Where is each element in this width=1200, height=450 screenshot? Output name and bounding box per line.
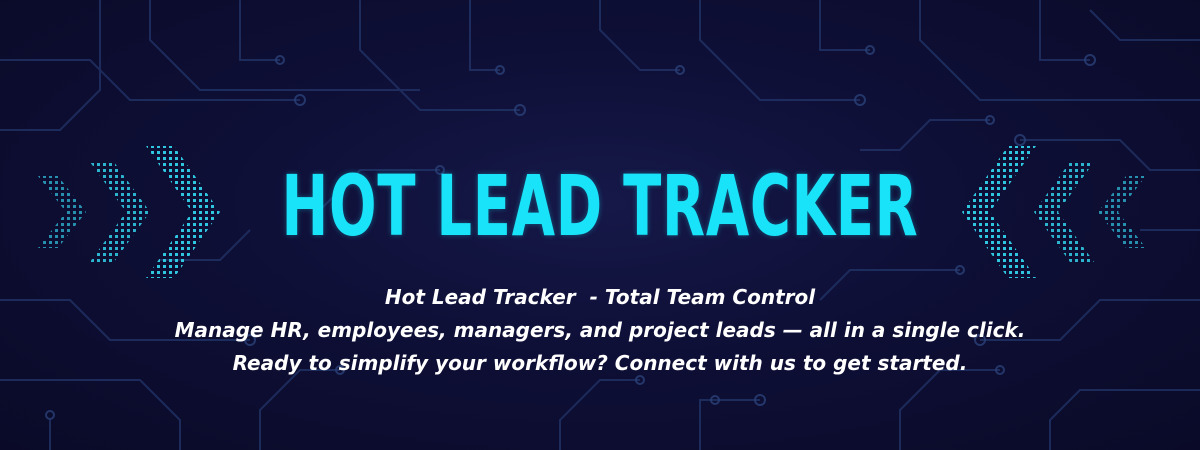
banner-title: HOT LEAD TRACKER [281, 157, 919, 255]
tagline-call-to-action: Ready to simplify your workflow? Connect… [232, 351, 968, 375]
tagline-headline: Hot Lead Tracker - Total Team Control [384, 285, 816, 309]
tagline-description: Manage HR, employees, managers, and proj… [174, 318, 1026, 342]
chevron-right-arrows-icon [38, 146, 220, 278]
chevron-left-arrows-icon [962, 146, 1146, 278]
